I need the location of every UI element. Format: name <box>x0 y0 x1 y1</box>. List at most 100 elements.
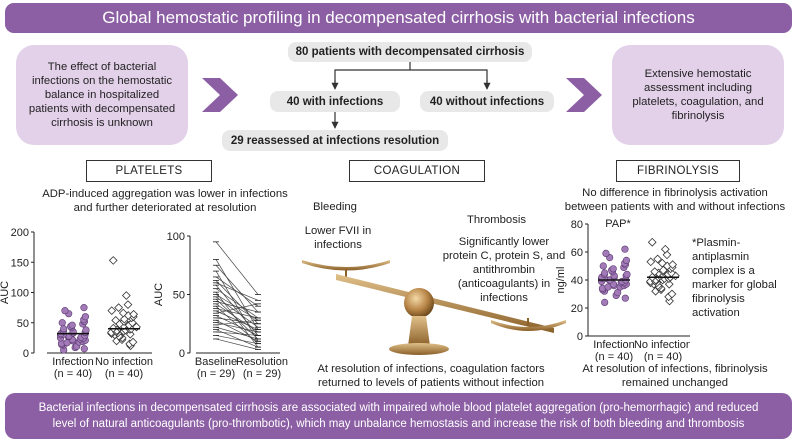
paired-line <box>215 317 259 325</box>
chevron-right-icon <box>202 78 238 112</box>
y-tick-label: 200 <box>11 227 29 239</box>
paired-line <box>215 331 259 336</box>
left-pan <box>302 260 390 271</box>
scale-pivot <box>404 288 434 318</box>
paired-line <box>215 270 259 342</box>
fibrinolysis-heading-text: FIBRINOLYSIS <box>637 165 719 177</box>
data-point <box>80 304 88 312</box>
flow-with-infections: 40 with infections <box>270 91 400 112</box>
data-point <box>602 249 610 258</box>
flow-reassessed: 29 reassessed at infections resolution <box>222 130 448 151</box>
data-point <box>123 300 133 309</box>
paired-line <box>215 335 259 344</box>
data-point <box>601 269 609 277</box>
y-axis-label: AUC <box>0 281 11 304</box>
platelets-finding: ADP-induced aggregation was lower in inf… <box>42 188 288 214</box>
y-tick-label: 80 <box>571 219 583 231</box>
y-tick-label: 0 <box>577 331 583 343</box>
paired-line <box>215 319 259 342</box>
data-point <box>82 326 90 334</box>
y-tick-label: 100 <box>11 288 29 300</box>
paired-line <box>215 288 259 319</box>
paired-line <box>215 301 259 313</box>
scale-stand <box>408 316 430 346</box>
conclusion-text: Bacterial infections in decompensated ci… <box>38 402 759 430</box>
methods-text: Extensive hemostatic assessment includin… <box>632 68 764 122</box>
x-group-label: No infection <box>634 339 690 351</box>
data-point <box>118 308 128 318</box>
chevron-right-icon <box>566 78 602 112</box>
flow-without-infections: 40 without infections <box>420 91 554 112</box>
x-group-n: (n = 40) <box>105 368 143 380</box>
data-point <box>662 250 672 260</box>
coagulation-heading: COAGULATION <box>349 160 485 182</box>
paired-line <box>215 310 259 330</box>
y-tick-label: 50 <box>17 318 29 330</box>
data-point <box>609 265 617 273</box>
paired-line <box>215 294 259 321</box>
data-point <box>660 244 670 254</box>
fvii-text: Lower FVII in infections <box>304 225 372 251</box>
data-point <box>125 329 135 339</box>
x-group-n: (n = 40) <box>54 368 92 380</box>
x-group-label: Resolution <box>236 356 288 368</box>
data-point <box>107 306 117 316</box>
flow-total-label: 80 patients with decompensated cirrhosis <box>295 46 525 58</box>
chart-title: PAP* <box>605 218 631 230</box>
scale-beam <box>336 274 554 333</box>
flow-without-label: 40 without infections <box>429 95 545 108</box>
data-point <box>668 260 678 269</box>
paired-line <box>215 303 259 314</box>
methods-box: Extensive hemostatic assessment includin… <box>612 45 784 145</box>
background-box: The effect of bacterial infections on th… <box>16 45 188 145</box>
fib-resolution: At resolution of infections, fibrinolysi… <box>582 363 768 389</box>
right-pan <box>491 320 566 331</box>
data-point <box>622 256 631 265</box>
data-point <box>114 303 124 312</box>
data-point <box>646 257 656 267</box>
data-point <box>601 298 609 306</box>
scale-base <box>389 343 449 355</box>
background-text: The effect of bacterial infections on th… <box>28 61 176 129</box>
x-group-n: (n = 40) <box>595 351 633 362</box>
flow-reassessed-label: 29 reassessed at infections resolution <box>230 134 440 147</box>
y-axis-label: AUC <box>153 283 165 306</box>
platelets-heading: PLATELETS <box>86 160 212 182</box>
paired-line <box>215 303 259 333</box>
coag-resolution: At resolution of infections, coagulation… <box>317 363 545 389</box>
coagulation-heading-text: COAGULATION <box>373 165 461 177</box>
y-tick-label: 0 <box>23 348 29 360</box>
data-point <box>664 279 674 289</box>
paired-line <box>215 326 259 340</box>
y-tick-label: 20 <box>571 303 583 315</box>
data-point <box>80 345 88 353</box>
x-group-label: No infection <box>95 356 153 368</box>
x-group-n: (n = 29) <box>243 368 281 380</box>
data-point <box>121 291 131 300</box>
data-point <box>61 307 69 315</box>
paired-line <box>215 338 259 350</box>
pap-note: *Plasmin-antiplasmin complex is a marker… <box>692 237 777 319</box>
fibrinolysis-heading: FIBRINOLYSIS <box>616 160 740 182</box>
thrombosis-label: Thrombosis <box>467 214 527 226</box>
x-group-label: Baseline <box>195 356 237 368</box>
data-point <box>60 325 68 333</box>
data-point <box>129 309 139 319</box>
x-group-label: Infection <box>52 356 94 368</box>
platelets-heading-text: PLATELETS <box>115 165 183 177</box>
data-point <box>128 337 138 347</box>
paired-line <box>215 282 259 301</box>
paired-line <box>215 241 259 295</box>
paired-line <box>215 296 259 328</box>
anticoag-text: Significantly lower protein C, protein S… <box>442 236 566 304</box>
flow-total: 80 patients with decompensated cirrhosis <box>288 42 532 62</box>
data-point <box>108 256 118 265</box>
data-point <box>599 262 607 270</box>
y-tick-label: 50 <box>173 290 185 302</box>
x-group-n: (n = 29) <box>197 368 235 380</box>
flow-branch <box>334 69 488 88</box>
data-point <box>621 294 629 302</box>
paired-line <box>215 308 259 319</box>
balance-scale-icon <box>302 260 566 355</box>
